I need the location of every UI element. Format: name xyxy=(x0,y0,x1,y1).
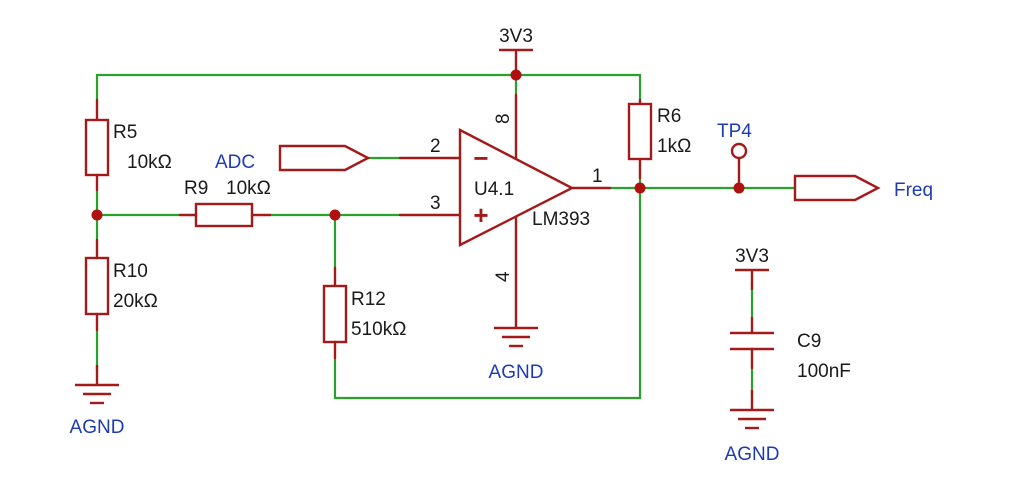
net-label-agnd-mid: AGND xyxy=(489,362,544,383)
pin-number-8: 8 xyxy=(493,113,514,124)
resistor-r10: R10 20kΩ xyxy=(84,238,158,332)
pin-number-4: 4 xyxy=(493,271,514,282)
net-label-freq: Freq xyxy=(894,180,933,201)
net-label-agnd-right: AGND xyxy=(725,444,780,465)
pin-number-3: 3 xyxy=(430,193,441,214)
u4-part: LM393 xyxy=(532,209,590,230)
port-adc: ADC xyxy=(215,144,371,173)
resistor-r12: R12 510kΩ xyxy=(322,266,406,360)
wire-top-rail xyxy=(95,73,642,102)
r9-ref: R9 xyxy=(184,178,208,199)
plus-sign: + xyxy=(473,200,488,230)
capacitor-c9: C9 100nF xyxy=(730,316,851,382)
pin-number-2: 2 xyxy=(430,136,441,157)
net-label-agnd-left: AGND xyxy=(70,417,125,438)
ground-symbol-left: AGND xyxy=(70,365,125,438)
power-symbol-3v3-top: 3V3 xyxy=(499,26,533,75)
wire-feedback-loop xyxy=(333,186,642,400)
junction-noninv xyxy=(329,209,341,221)
resistor-r6: R6 1kΩ xyxy=(627,98,691,180)
ground-symbol-right: AGND xyxy=(725,390,780,465)
resistor-r5: R5 10kΩ xyxy=(84,98,172,192)
test-point-tp4: TP4 xyxy=(717,121,752,190)
junction-output xyxy=(634,182,646,194)
junctions xyxy=(91,69,745,221)
c9-ref: C9 xyxy=(797,331,821,352)
power-symbol-3v3-cap: 3V3 xyxy=(735,246,769,290)
r5-value: 10kΩ xyxy=(127,152,172,173)
net-label-adc: ADC xyxy=(215,152,255,173)
r10-value: 20kΩ xyxy=(113,291,158,312)
r12-value: 510kΩ xyxy=(351,319,406,340)
wires xyxy=(95,73,797,400)
r6-ref: R6 xyxy=(657,106,681,127)
pin-number-1: 1 xyxy=(592,166,603,187)
tp4-ref: TP4 xyxy=(717,121,752,142)
r5-ref: R5 xyxy=(113,122,137,143)
net-label-3v3-top: 3V3 xyxy=(499,26,533,47)
r12-ref: R12 xyxy=(351,289,386,310)
comparator-u4: − + U4.1 LM393 2 3 1 8 4 xyxy=(398,93,612,312)
c9-value: 100nF xyxy=(797,361,851,382)
ground-symbol-mid: AGND xyxy=(489,310,544,383)
resistor-r9: R9 10kΩ xyxy=(178,178,272,228)
r6-value: 1kΩ xyxy=(657,136,691,157)
junction-rail-3v3 xyxy=(510,69,522,81)
junction-divider xyxy=(91,209,103,221)
net-label-3v3-cap: 3V3 xyxy=(735,246,769,267)
u4-ref: U4.1 xyxy=(474,179,514,200)
minus-sign: − xyxy=(473,143,488,173)
r9-value: 10kΩ xyxy=(226,178,271,199)
r10-ref: R10 xyxy=(113,261,148,282)
port-freq: Freq xyxy=(793,174,933,202)
junction-tp4 xyxy=(733,182,745,194)
